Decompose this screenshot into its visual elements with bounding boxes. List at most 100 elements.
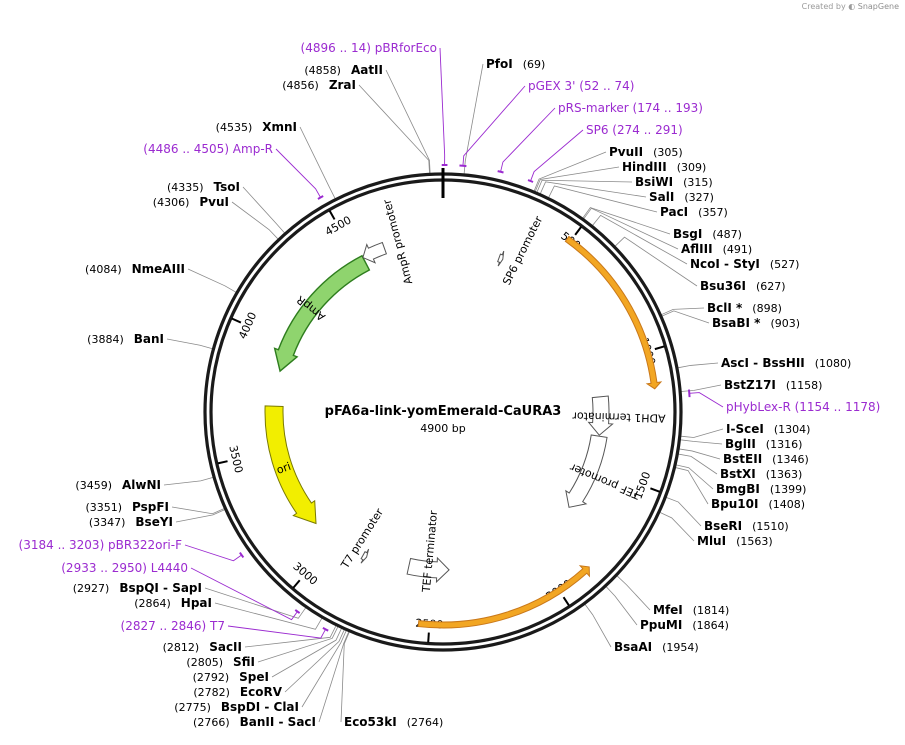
enzyme-name: BsaAI [614, 640, 652, 654]
feature-adh1-terminator [587, 395, 614, 436]
tick-mark [650, 487, 661, 493]
primer-arc [459, 164, 467, 168]
enzyme-name: BanII - SacI [240, 715, 316, 729]
enzyme-leader-line [299, 126, 336, 199]
enzyme-leader-line [318, 631, 350, 723]
orange-feature-arc [564, 235, 663, 390]
enzyme-position: (2766) [193, 716, 230, 729]
enzyme-site: BsaBI *(903) [712, 316, 800, 330]
enzyme-leader-line [187, 268, 237, 293]
enzyme-leader-line [592, 214, 688, 265]
enzyme-name: EcoRV [240, 685, 283, 699]
enzyme-leader-line [340, 631, 350, 723]
enzyme-leader-line [163, 476, 214, 486]
primer-label: (3184 .. 3203) pBR322ori-F [19, 538, 183, 552]
enzyme-name: SacII [209, 640, 242, 654]
tick-mark [217, 460, 228, 465]
primer-leader-line [689, 392, 724, 408]
enzyme-leader-line [242, 186, 285, 234]
primer-leader-line [190, 567, 298, 621]
enzyme-leader-line [301, 630, 347, 708]
enzyme-name: MluI [697, 534, 726, 548]
enzyme-name: ZraI [329, 78, 356, 92]
enzyme-site: ZraI (4856) [282, 78, 356, 92]
primer-label: pHybLex-R (1154 .. 1178) [726, 400, 880, 414]
enzyme-site: PfoI(69) [486, 57, 545, 71]
tick-mark [654, 345, 665, 351]
enzyme-name: BstXI [720, 467, 756, 481]
enzyme-name: TsoI [214, 180, 240, 194]
tick-label: 4000 [236, 310, 259, 341]
enzyme-name: BsaBI * [712, 316, 761, 330]
primer-label: (4896 .. 14) pBRforEco [301, 41, 437, 55]
enzyme-site: SfiI(2805) [186, 655, 255, 669]
enzyme-leader-line [231, 201, 279, 240]
enzyme-name: PspFI [132, 500, 169, 514]
enzyme-name: BspQI - SapI [119, 581, 202, 595]
enzyme-position: (2864) [134, 597, 171, 610]
enzyme-name: PvuII [609, 145, 643, 159]
enzyme-site: BspQI - SapI(2927) [73, 581, 202, 595]
enzyme-site: SacII(2812) [163, 640, 242, 654]
enzyme-position: (3884) [87, 333, 124, 346]
enzyme-site: AlwNI(3459) [75, 478, 161, 492]
enzyme-name: SalI [649, 190, 674, 204]
enzyme-position: (1304) [774, 423, 811, 436]
enzyme-site: BsgI(487) [673, 227, 742, 241]
enzyme-name: BsiWI [635, 175, 673, 189]
enzyme-position: (4335) [167, 181, 204, 194]
enzyme-site: Eco53kI(2764) [344, 715, 443, 729]
enzyme-name: BseYI [135, 515, 173, 529]
enzyme-leader-line [675, 467, 709, 505]
enzyme-leader-line [548, 185, 658, 213]
primer-label: (2827 .. 2846) T7 [121, 619, 225, 633]
enzyme-name: PfoI [486, 57, 513, 71]
enzyme-name: BspDI - ClaI [221, 700, 299, 714]
enzyme-position: (4856) [282, 79, 319, 92]
enzyme-leader-line [661, 307, 705, 316]
enzyme-position: (1158) [786, 379, 823, 392]
enzyme-leader-line [358, 84, 430, 174]
enzyme-name: Eco53kI [344, 715, 397, 729]
enzyme-position: (315) [683, 176, 713, 189]
enzyme-name: BglII [725, 437, 756, 451]
enzyme-position: (898) [752, 302, 782, 315]
primer-leader-line [275, 148, 321, 198]
plasmid-size: 4900 bp [420, 422, 465, 435]
primer-leader-line [439, 47, 446, 166]
enzyme-site: BseYI(3347) [89, 515, 173, 529]
enzyme-site: AscI - BssHII(1080) [721, 356, 851, 370]
enzyme-leader-line [677, 362, 719, 369]
enzyme-site: MluI(1563) [697, 534, 773, 548]
enzyme-position: (1954) [662, 641, 699, 654]
enzyme-leader-line [675, 464, 714, 490]
enzyme-position: (2782) [193, 686, 230, 699]
enzyme-leader-line [583, 207, 679, 250]
enzyme-position: (2805) [186, 656, 223, 669]
label-leader-lines [163, 63, 724, 723]
tick-mark [231, 317, 242, 324]
enzyme-position: (327) [684, 191, 714, 204]
primer-label: pGEX 3' (52 .. 74) [528, 79, 634, 93]
tick-mark [562, 596, 570, 607]
enzyme-leader-line [681, 384, 722, 392]
enzyme-leader-line [678, 453, 718, 475]
enzyme-site: AatII(4858) [304, 63, 383, 77]
feature-tef-terminator [406, 556, 450, 584]
primer-label: (4486 .. 4505) Amp-R [143, 142, 273, 156]
credit-prefix: Created by [801, 2, 846, 11]
enzyme-leader-line [582, 207, 671, 235]
enzyme-position: (305) [653, 146, 683, 159]
enzyme-name: BanI [134, 332, 164, 346]
enzyme-position: (1346) [772, 453, 809, 466]
enzyme-site: BsaAI (1954) [614, 640, 699, 654]
enzyme-leader-line [257, 626, 339, 663]
enzyme-leader-line [175, 509, 225, 523]
enzyme-leader-line [659, 512, 695, 542]
enzyme-leader-line [463, 63, 484, 174]
enzyme-site: NcoI - StyI(527) [690, 257, 799, 271]
enzyme-leader-line [679, 448, 721, 460]
enzyme-site: BstEII(1346) [723, 452, 809, 466]
enzyme-site: MfeI(1814) [653, 603, 729, 617]
